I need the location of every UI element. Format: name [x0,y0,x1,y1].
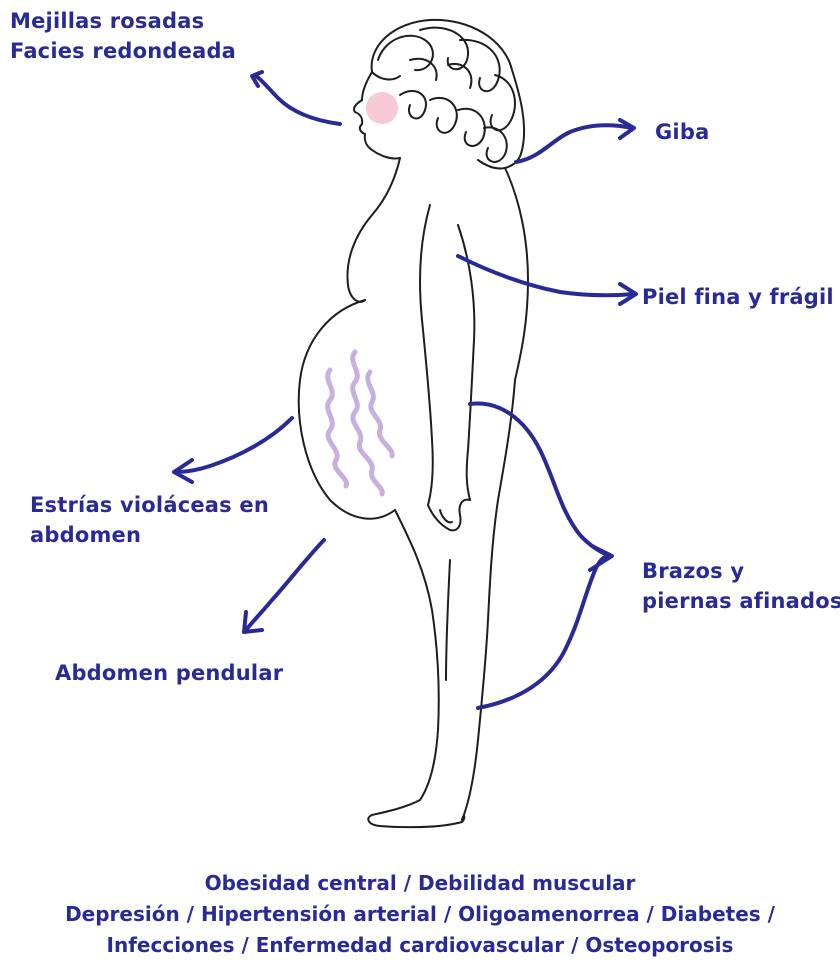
footer-conditions: Obesidad central / Debilidad muscular De… [0,868,840,961]
label-abdomen: Abdomen pendular [55,658,283,688]
label-face-line2: Facies redondeada [10,36,236,66]
arrow-skin [458,256,634,295]
label-skin: Piel fina y frágil [642,282,834,312]
head [354,72,400,159]
label-striae: Estrías violáceas en abdomen [30,490,269,550]
arrow-striae [176,418,292,472]
label-limbs-line2: piernas afinados [642,586,840,616]
arrow-abdomen [246,540,324,630]
arrow-face [256,76,340,124]
label-striae-line2: abdomen [30,520,269,550]
annotation-arrows [174,72,636,708]
label-striae-line1: Estrías violáceas en [30,490,269,520]
label-face: Mejillas rosadas Facies redondeada [10,6,236,66]
label-limbs-line1: Brazos y [642,556,840,586]
footer-line3: Infecciones / Enfermedad cardiovascular … [0,930,840,961]
label-face-line1: Mejillas rosadas [10,6,236,36]
cheek [366,92,398,124]
arrow-leg [478,556,610,708]
arrow-hump [516,125,632,162]
body-outline [299,150,528,827]
arrow-arm [470,403,610,556]
footer-line2: Depresión / Hipertensión arterial / Olig… [0,899,840,930]
footer-line1: Obesidad central / Debilidad muscular [0,868,840,899]
hair [372,20,524,162]
striae-marks [328,352,392,494]
label-limbs: Brazos y piernas afinados [642,556,840,616]
label-hump: Giba [655,117,709,147]
